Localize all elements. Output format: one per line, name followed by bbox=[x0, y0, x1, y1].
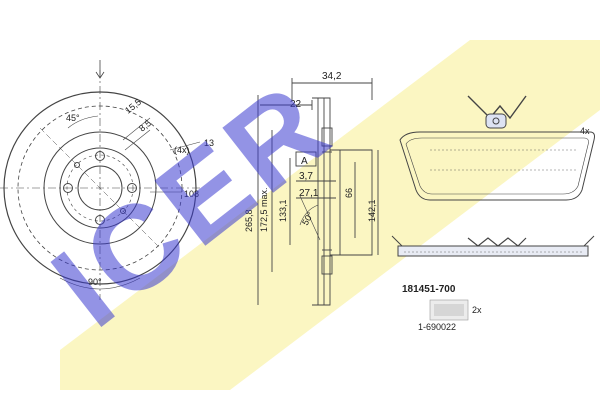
pad-qty-top: 4x bbox=[580, 126, 590, 136]
tag-a-label: A bbox=[301, 156, 308, 167]
brake-pad-side-view bbox=[391, 235, 595, 257]
angle-bottom-label: 90° bbox=[88, 277, 102, 287]
part-number: 181451-700 bbox=[402, 284, 456, 295]
brake-pad-top-view bbox=[399, 95, 595, 201]
width-dim-label: 34,2 bbox=[322, 71, 342, 82]
max-dim-label: 172,5 max. bbox=[259, 187, 269, 232]
dim-133-label: 133,1 bbox=[278, 199, 288, 222]
angle-top-label: 45° bbox=[66, 113, 80, 123]
hole-dim-1-label: 15,5 bbox=[123, 97, 143, 116]
pad-thumbnail bbox=[429, 299, 469, 321]
disc-front-view bbox=[0, 60, 201, 300]
ref-number: 1-690022 bbox=[418, 322, 456, 332]
dim-66-label: 66 bbox=[344, 188, 354, 198]
hole-dim-2-label: 8,5 bbox=[137, 118, 153, 134]
hub-dim-label: 22 bbox=[290, 99, 302, 110]
hole-dim-3-label: 13 bbox=[204, 138, 214, 148]
outer-dim-label: 265,8 bbox=[244, 209, 254, 232]
disc-section-view bbox=[257, 78, 379, 306]
inner-dim-label: 108 bbox=[184, 189, 199, 199]
dim-142-label: 142,1 bbox=[367, 199, 377, 222]
holes-count-label: (4x) bbox=[174, 145, 190, 155]
dim-b-label: 27,1 bbox=[299, 188, 319, 199]
pad-qty-bottom: 2x bbox=[472, 305, 482, 315]
dim-a-label: 3,7 bbox=[299, 171, 313, 182]
